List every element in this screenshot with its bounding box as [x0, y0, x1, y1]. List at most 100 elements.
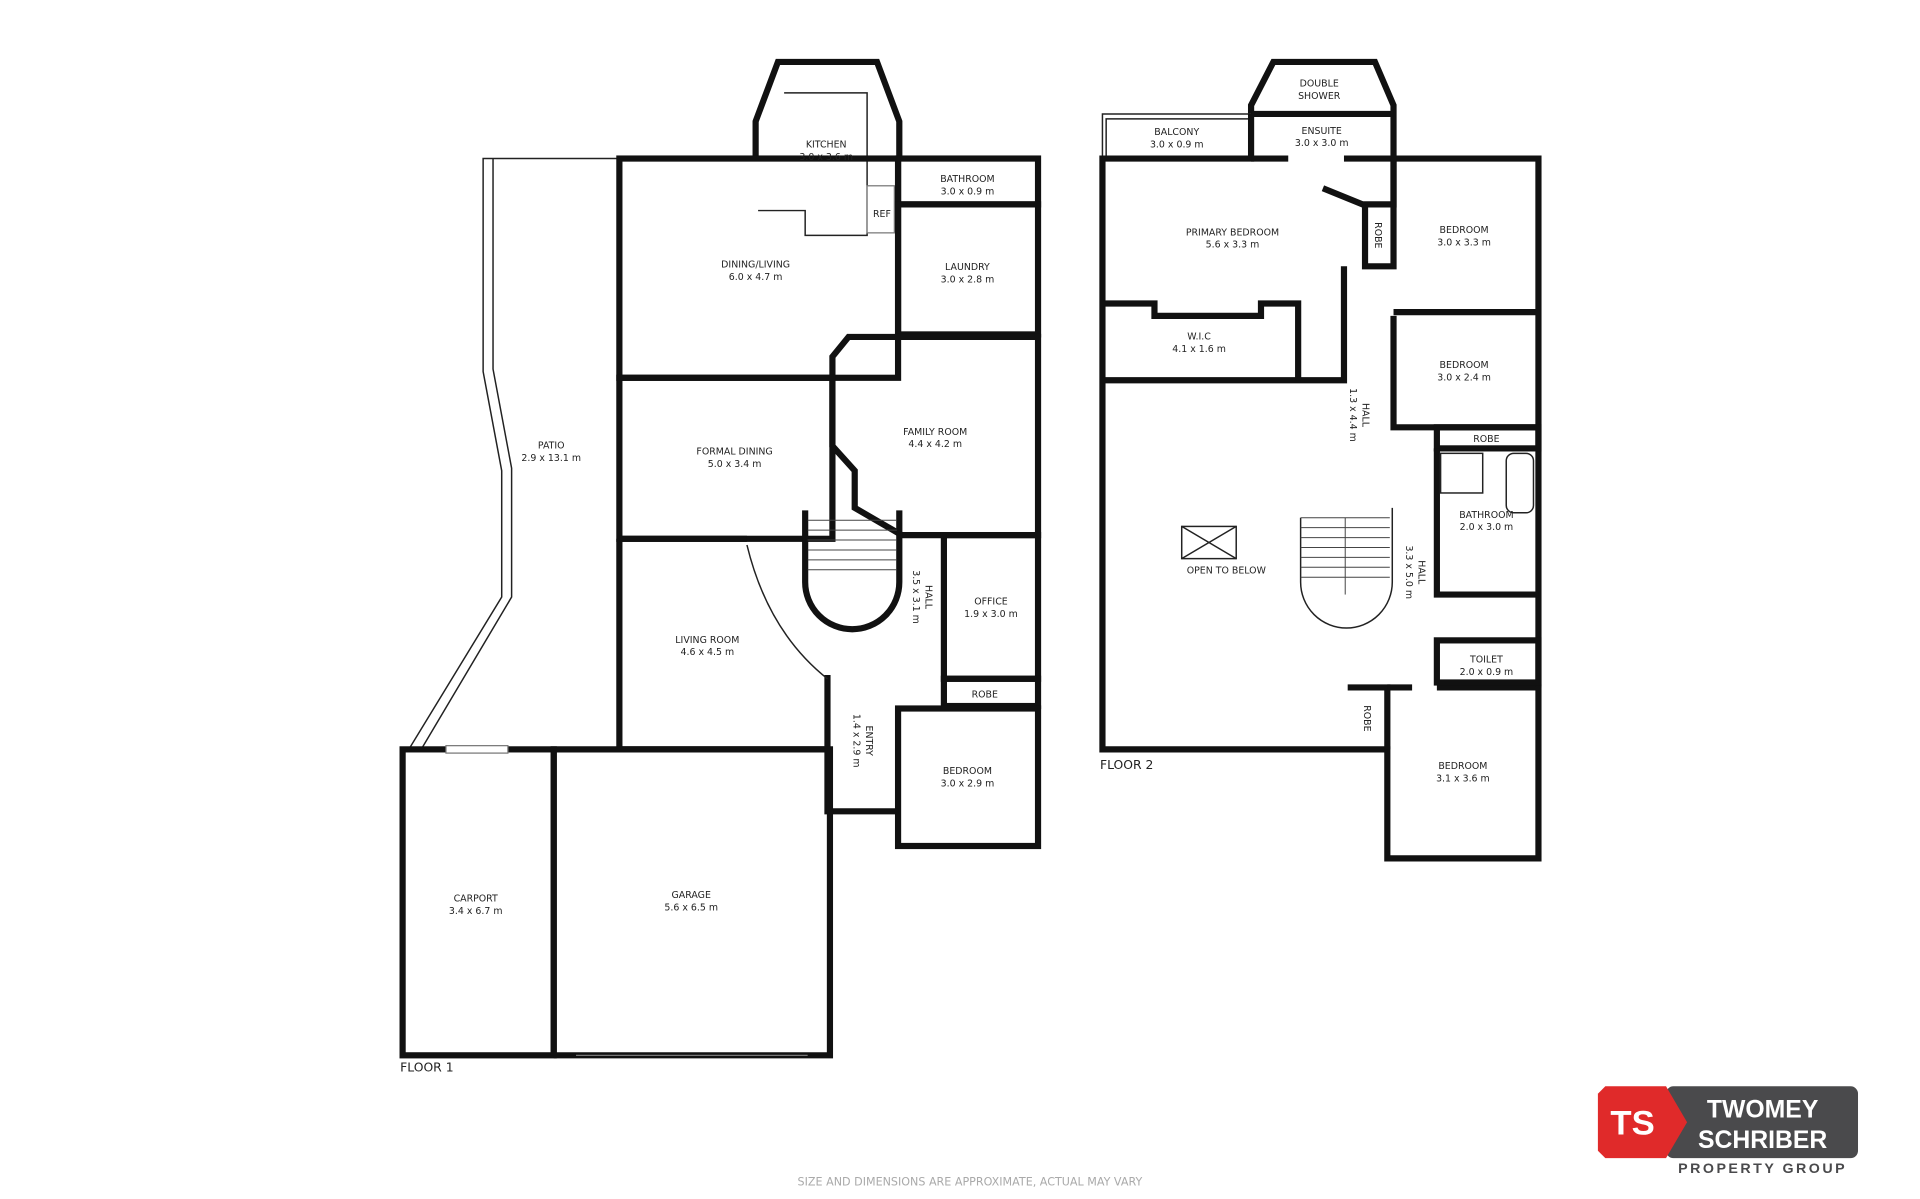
floor2-east-wall	[1393, 155, 1542, 688]
patio-outline	[408, 157, 620, 750]
hall-label: HALL 3.5 x 3.1 m	[910, 570, 933, 624]
living-room-arc	[746, 544, 828, 680]
room-name: FAMILY ROOM	[903, 427, 967, 438]
logo-grey-block	[1666, 1086, 1859, 1159]
room-size: 3.5 x 3.1 m	[910, 570, 921, 624]
stairs-floor1	[807, 519, 897, 571]
room-size: 3.3 x 5.0 m	[1403, 545, 1414, 599]
logo-red-mark	[1597, 1086, 1688, 1159]
room-size: 5.0 x 3.4 m	[708, 459, 762, 470]
room-size: 2.0 x 3.0 m	[1460, 522, 1514, 533]
toilet-walls	[1433, 637, 1542, 686]
hall-wall	[1102, 266, 1348, 384]
room-name: TOILET	[1469, 655, 1503, 666]
room-size: 5.6 x 6.5 m	[664, 902, 718, 913]
room-name: BATHROOM	[1459, 510, 1513, 521]
bathtub	[1505, 452, 1535, 514]
room-name: W.I.C	[1187, 331, 1211, 342]
room-size: 1.4 x 2.9 m	[850, 714, 861, 768]
room-name: DINING/LIVING	[721, 260, 790, 271]
room-size: 3.1 x 3.6 m	[1436, 774, 1490, 785]
room-size: 1.9 x 3.0 m	[964, 609, 1018, 620]
room-name: LAUNDRY	[945, 262, 990, 273]
floor-2: DOUBLE SHOWER BALCONY 3.0 x 0.9 m ENSUIT…	[1099, 58, 1542, 862]
robe-label: ROBE	[972, 689, 998, 700]
room-name: ENTRY	[863, 726, 874, 757]
kitchen-bench	[758, 92, 868, 237]
room-name: BEDROOM	[1440, 360, 1489, 371]
room-size: 2.0 x 0.9 m	[1460, 667, 1514, 678]
ensuite-inner-wall	[1321, 155, 1397, 208]
robe-label: ROBE	[1372, 222, 1383, 248]
void-cross	[1181, 525, 1237, 560]
room-name: HALL	[1360, 403, 1371, 428]
bathroom-walls-f2	[1433, 448, 1539, 598]
floor-2-label: FLOOR 2	[1100, 758, 1153, 772]
room-name: LIVING ROOM	[675, 635, 739, 646]
balcony-outline	[1101, 113, 1252, 159]
room-name: PRIMARY BEDROOM	[1186, 227, 1279, 238]
room-name: BALCONY	[1154, 127, 1199, 138]
room-name: BATHROOM	[940, 174, 994, 185]
hall-label-f2b: HALL 3.3 x 5.0 m	[1403, 545, 1426, 599]
room-size: 3.0 x 0.9 m	[941, 186, 995, 197]
entry-label: ENTRY 1.4 x 2.9 m	[850, 714, 873, 768]
hall-label-f2a: HALL 1.3 x 4.4 m	[1347, 388, 1370, 442]
bedroom-walls	[894, 705, 1042, 850]
stairs-floor2	[1300, 517, 1390, 595]
balcony-outline-inner	[1105, 118, 1249, 159]
room-name: BEDROOM	[1440, 225, 1489, 236]
room-size: 4.6 x 4.5 m	[681, 647, 735, 658]
logo-line2: SCHRIBER	[1698, 1127, 1827, 1154]
robe2-walls	[1433, 424, 1542, 452]
entry-walls	[824, 749, 899, 815]
room-name: HALL	[922, 585, 933, 610]
room-size: 3.0 x 2.8 m	[941, 274, 995, 285]
room-name: PATIO	[538, 440, 565, 451]
room-name: CARPORT	[454, 894, 498, 905]
shower-base	[1439, 452, 1484, 494]
wic-walls	[1102, 300, 1302, 381]
floor-1-label: FLOOR 1	[400, 1060, 453, 1074]
room-size: 3.0 x 3.3 m	[1437, 237, 1491, 248]
room-size: 6.0 x 4.7 m	[729, 272, 783, 283]
room-size: 3.0 x 0.9 m	[1150, 139, 1204, 150]
room-name: DOUBLE	[1300, 79, 1339, 90]
room-size: 3.4 x 6.7 m	[449, 906, 503, 917]
robe-label: ROBE	[1473, 434, 1499, 445]
room-name: ENSUITE	[1302, 126, 1342, 137]
room-name: FORMAL DINING	[696, 447, 772, 458]
robe1-walls	[1361, 158, 1397, 270]
room-size: 3.0 x 3.0 m	[1295, 138, 1349, 149]
robe1: ROBE	[1372, 222, 1383, 248]
room-size: SHOWER	[1298, 91, 1341, 102]
stair-curve	[802, 510, 903, 633]
stair-curve-f2	[1299, 507, 1394, 629]
fridge	[866, 185, 895, 234]
room-size: 4.1 x 1.6 m	[1172, 344, 1226, 355]
patio-outline-inner	[420, 158, 513, 750]
disclaimer: SIZE AND DIMENSIONS ARE APPROXIMATE, ACT…	[798, 1175, 1143, 1188]
logo-line1: TWOMEY	[1707, 1096, 1819, 1123]
room-name: HALL	[1415, 560, 1426, 585]
skylight-void	[1180, 525, 1237, 560]
open-to-below-label: OPEN TO BELOW	[1187, 565, 1266, 576]
room-size: 2.9 x 13.1 m	[521, 453, 581, 464]
ref-label: REF	[873, 209, 891, 220]
robe3: ROBE	[1361, 705, 1372, 731]
logo-line3: PROPERTY GROUP	[1678, 1161, 1847, 1177]
room-name: KITCHEN	[806, 139, 847, 150]
twomey-schriber-logo: TS TWOMEY SCHRIBER PROPERTY GROUP	[1597, 1086, 1859, 1177]
kitchen-bay-wall	[752, 58, 903, 159]
patio-door[interactable]	[445, 745, 509, 754]
floor-1: KITCHEN 3.0 x 3.6 m BATHROOM 3.0 x 0.9 m…	[399, 58, 1042, 1074]
room-size: 5.6 x 3.3 m	[1206, 240, 1260, 251]
room-name: BEDROOM	[1438, 761, 1487, 772]
room-size: 3.0 x 2.4 m	[1437, 372, 1491, 383]
room-name: BEDROOM	[943, 766, 992, 777]
room-size: 1.3 x 4.4 m	[1347, 388, 1358, 442]
logo-ts-mark: TS	[1610, 1105, 1654, 1143]
room-size: 3.0 x 3.6 m	[799, 152, 853, 163]
room-name: OFFICE	[974, 596, 1008, 607]
